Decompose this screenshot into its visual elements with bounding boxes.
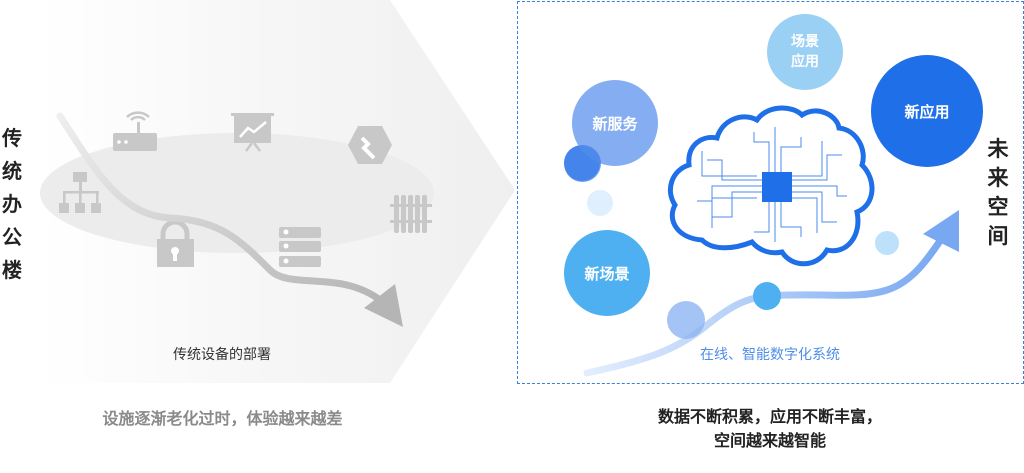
future-space-title: 未来空间 <box>987 137 1009 248</box>
decor-dot <box>564 145 601 182</box>
declining-trend-arrow <box>56 112 384 304</box>
wrench-hexagon-icon <box>348 126 392 164</box>
data-dot <box>667 301 705 339</box>
lock-icon <box>157 219 194 267</box>
router-icon <box>113 111 157 151</box>
bubble-new-scene: 新场景 <box>564 230 650 316</box>
decor-dot <box>875 231 899 255</box>
bubble-scene-application: 场景 应用 <box>767 14 843 90</box>
legacy-building-title: 传统办公楼 <box>2 126 22 282</box>
future-summary-line: 空间越来越智能 <box>713 431 826 450</box>
sitemap-icon <box>59 172 101 213</box>
server-icon <box>279 227 321 267</box>
bubble-label: 新应用 <box>904 102 950 121</box>
legacy-summary: 设施逐渐老化过时，体验越来越差 <box>102 409 343 428</box>
decor-dot <box>587 190 613 216</box>
future-summary-line: 数据不断积累，应用不断丰富， <box>657 407 882 426</box>
future-summary: 数据不断积累，应用不断丰富， 空间越来越智能 <box>600 405 940 453</box>
device-deployment-caption: 传统设备的部署 <box>173 347 271 363</box>
presentation-chart-icon <box>231 113 274 152</box>
data-dot <box>753 282 781 310</box>
bubble-new-application: 新应用 <box>871 55 983 167</box>
declining-arrow-head <box>364 284 403 327</box>
rising-arrow-head <box>923 210 959 252</box>
bubble-label: 新服务 <box>592 114 638 133</box>
bubble-label: 应用 <box>791 54 819 70</box>
bubble-label: 新场景 <box>584 264 630 283</box>
device-ellipse <box>40 133 434 253</box>
bubble-label: 场景 <box>791 34 819 50</box>
brain-chip-icon <box>668 105 875 267</box>
legacy-panel-background <box>40 0 515 383</box>
online-smart-system-caption: 在线、智能数字化系统 <box>700 347 840 363</box>
radiator-icon <box>390 195 432 233</box>
